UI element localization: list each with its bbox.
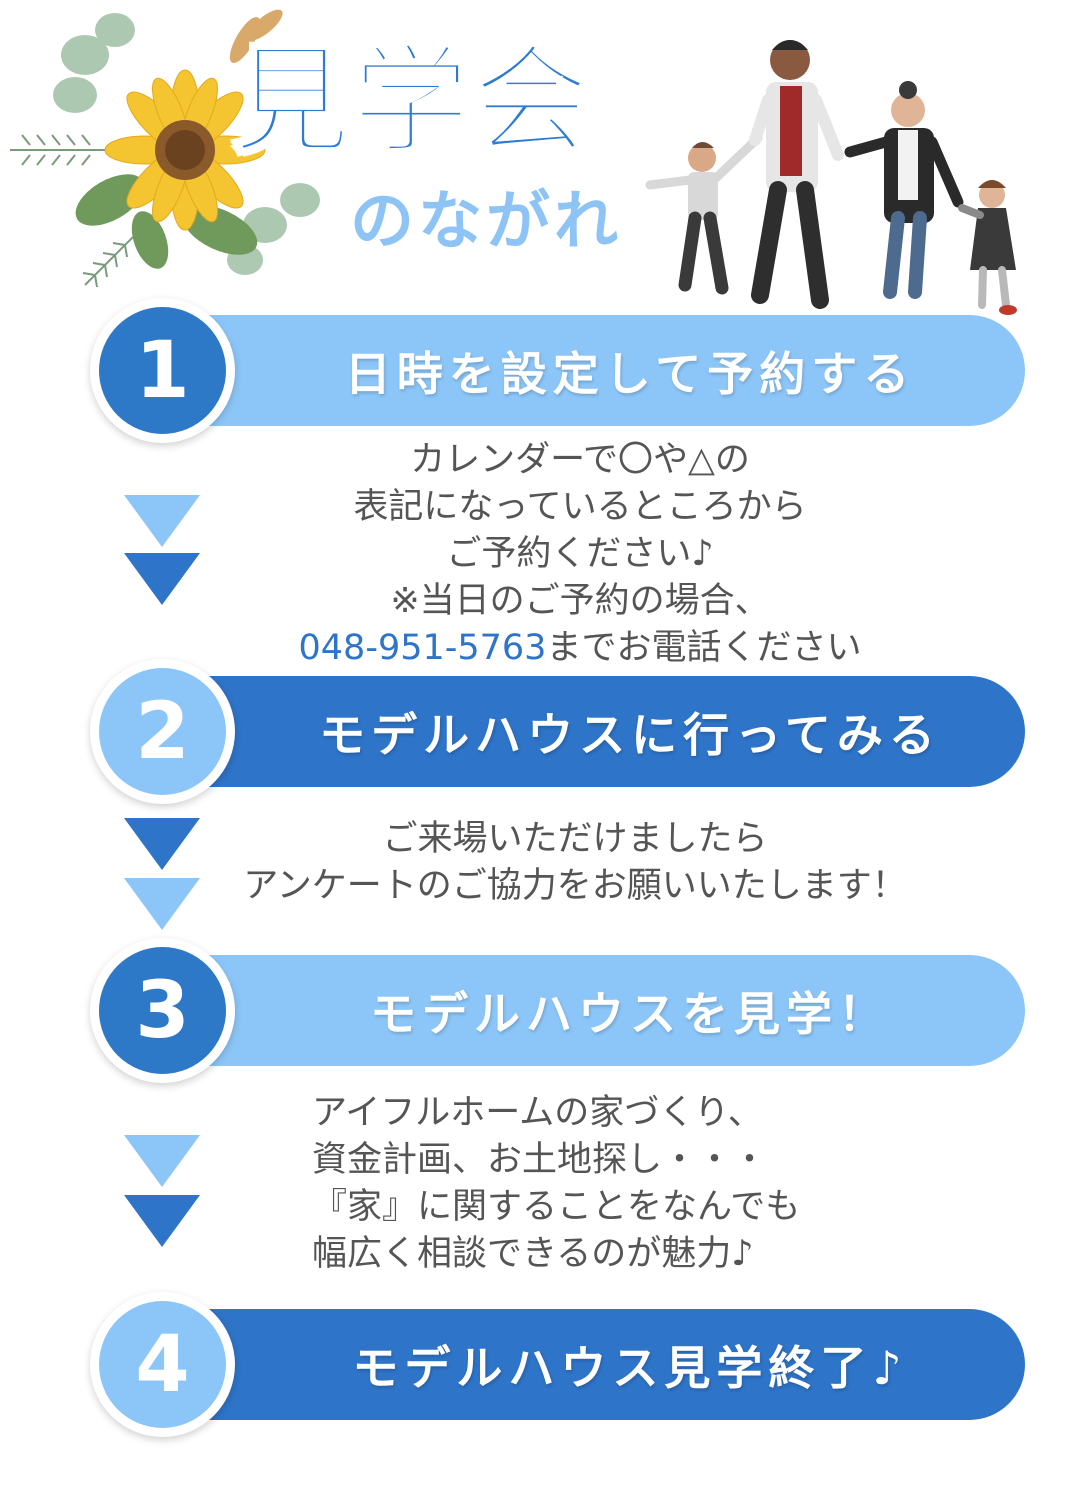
step-3-label: モデルハウスを見学！ [370, 986, 890, 1041]
step-3: 3 モデルハウスを見学！ [90, 938, 1025, 1083]
step-1: 1 日時を設定して予約する [90, 298, 1025, 443]
phone-number-link[interactable]: 048-951-5763 [298, 628, 547, 668]
step-4-label: モデルハウス見学終了♪ [352, 1340, 908, 1395]
step-2-description: ご来場いただけましたら アンケートのご協力をお願いいたします！ [210, 816, 940, 910]
step-3-bar [205, 955, 1025, 1066]
step-1-description: カレンダーで〇や△の 表記になっているところから ご予約ください♪ ※当日のご予… [250, 437, 910, 672]
description-line: 『家』に関することをなんでも [312, 1187, 801, 1227]
step-4: 4 モデルハウス見学終了♪ [90, 1292, 1025, 1437]
description-line: 表記になっているところから [353, 487, 807, 527]
step-4-number: 4 [99, 1301, 226, 1428]
description-line: アンケートのご協力をお願いいたします！ [243, 866, 907, 906]
description-line-phone: 048-951-5763までお電話ください [250, 625, 910, 672]
page-subtitle: のながれ [350, 185, 622, 259]
walking-family-illustration [645, 40, 1017, 315]
arrow-down-icon [124, 1135, 200, 1187]
description-line: アイフルホームの家づくり、 [312, 1093, 763, 1133]
arrow-down-icon [124, 818, 200, 870]
arrow-down-icon [124, 878, 200, 930]
step-1-number: 1 [99, 307, 226, 434]
step-3-badge: 3 [90, 938, 235, 1083]
step-4-badge: 4 [90, 1292, 235, 1437]
description-line: 幅広く相談できるのが魅力♪ [312, 1234, 754, 1274]
step-1-bar [205, 315, 1025, 426]
step-2: 2 モデルハウスに行ってみる [90, 659, 1025, 804]
description-line: ご予約ください♪ [446, 534, 714, 574]
step-3-number: 3 [99, 947, 226, 1074]
arrow-down-icon [124, 495, 200, 547]
step-1-badge: 1 [90, 298, 235, 443]
step-3-description: アイフルホームの家づくり、 資金計画、お土地探し・・・ 『家』に関することをなん… [312, 1090, 800, 1278]
page-title: 見学会 [230, 32, 593, 170]
step-1-label: 日時を設定して予約する [344, 346, 916, 401]
step-4-bar [205, 1309, 1025, 1420]
step-2-number: 2 [99, 668, 226, 795]
step-2-bar [205, 676, 1025, 787]
sunflower-bouquet-illustration [10, 9, 320, 288]
arrow-down-icon [124, 1195, 200, 1247]
description-line: ※当日のご予約の場合、 [390, 581, 770, 621]
phone-suffix: までお電話ください [546, 628, 862, 668]
arrow-down-icon [124, 553, 200, 605]
step-2-label: モデルハウスに行ってみる [319, 707, 941, 762]
description-line: 資金計画、お土地探し・・・ [312, 1140, 768, 1180]
step-2-badge: 2 [90, 659, 235, 804]
description-line: ご来場いただけましたら [382, 819, 768, 859]
description-line: カレンダーで〇や△の [410, 440, 750, 480]
